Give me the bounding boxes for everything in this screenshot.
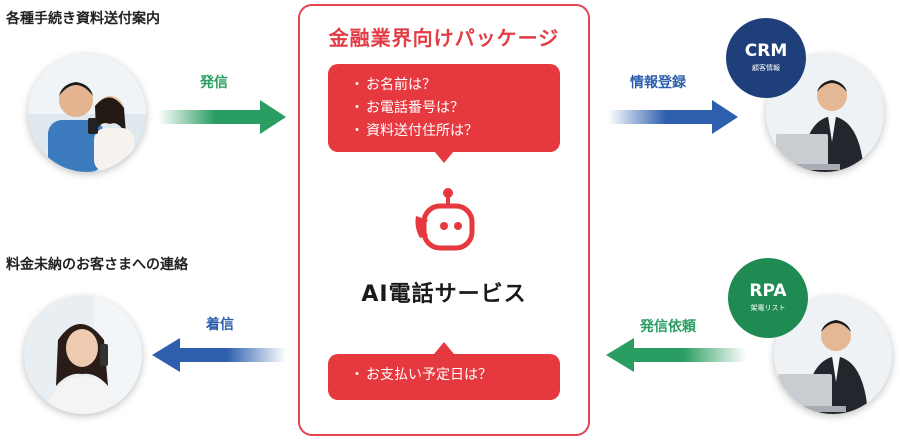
robot-phone-icon — [415, 188, 475, 251]
incoming-label: 着信 — [206, 317, 234, 333]
crm-title: CRM — [744, 41, 788, 61]
rpa-title: RPA — [749, 281, 787, 301]
top-left-label: 各種手続き資料送付案内 — [6, 11, 160, 27]
crm-badge: CRM 顧客情報 — [726, 18, 806, 98]
question-payment-date: お支払い予定日は？ — [350, 364, 544, 387]
question-bubble-bottom: お支払い予定日は？ — [328, 354, 560, 400]
outgoing-label: 発信 — [200, 75, 228, 91]
to-crm-arrow — [608, 100, 738, 134]
rpa-subtitle: 架電リスト — [750, 304, 786, 312]
couple-photo — [28, 54, 146, 172]
crm-subtitle: 顧客情報 — [752, 64, 780, 72]
package-title: 金融業界向けパッケージ — [328, 26, 560, 50]
from-rpa-arrow — [606, 338, 746, 372]
question-phone: お電話番号は？ — [350, 97, 544, 120]
from-rpa-label: 発信依頼 — [640, 319, 696, 335]
incoming-arrow — [152, 338, 286, 372]
to-crm-label: 情報登録 — [630, 75, 686, 91]
outgoing-arrow — [158, 100, 286, 134]
question-bubble-top: お名前は？ お電話番号は？ 資料送付住所は？ — [328, 64, 560, 152]
service-name: AI電話サービス — [361, 282, 527, 307]
bubble-tail-top — [434, 151, 454, 163]
question-address: 資料送付住所は？ — [350, 120, 544, 143]
woman-on-phone-photo — [24, 296, 142, 414]
bubble-tail-bottom — [434, 342, 454, 354]
rpa-badge: RPA 架電リスト — [728, 258, 808, 338]
bottom-left-label: 料金未納のお客さまへの連絡 — [6, 257, 188, 273]
question-name: お名前は？ — [350, 74, 544, 97]
